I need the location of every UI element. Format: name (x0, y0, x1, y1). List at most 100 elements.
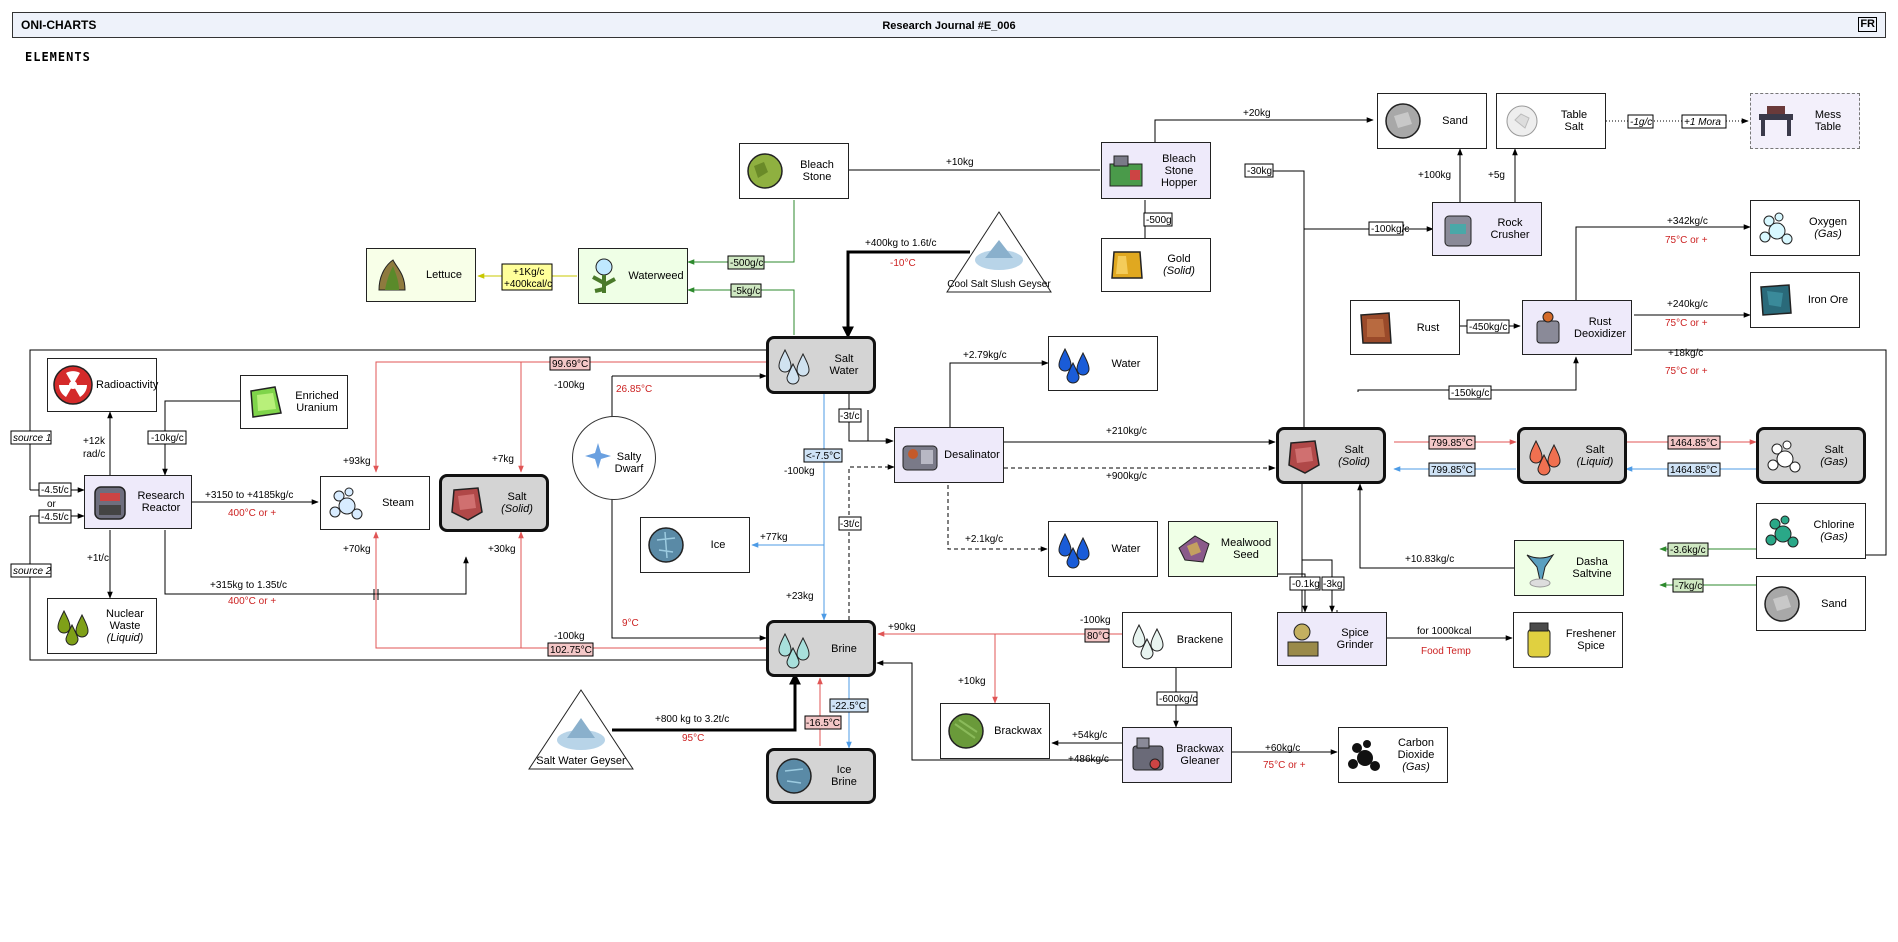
spice-grinder-icon (1287, 623, 1319, 657)
node-brackene[interactable]: Brackene (1122, 612, 1232, 668)
svg-text:-500g/c: -500g/c (730, 258, 763, 269)
edge-label: 400°C or + (228, 508, 276, 519)
node-label: Gold(Solid) (1163, 253, 1195, 277)
node-salt-solid-left[interactable]: Salt(Solid) (439, 474, 549, 532)
mess-table-icon (1759, 106, 1793, 136)
node-desalinator[interactable]: Desalinator (894, 427, 1004, 483)
waterweed-icon (592, 258, 616, 293)
edge-label: -1g/c (1627, 114, 1654, 129)
node-rust[interactable]: Rust (1350, 300, 1460, 355)
edge-label: +3150 to +4185kg/c (205, 490, 293, 501)
chlorine-icon (1765, 515, 1799, 548)
svg-text:source 2: source 2 (13, 566, 52, 577)
node-waterweed[interactable]: Waterweed (578, 248, 688, 304)
node-steam[interactable]: Steam (320, 476, 430, 530)
node-gold[interactable]: Gold(Solid) (1101, 238, 1211, 292)
node-ice[interactable]: Ice (640, 517, 750, 573)
edge-label: +10kg (946, 157, 974, 168)
edge-label: +5g (1488, 170, 1505, 181)
edge-label: +1t/c (87, 553, 109, 564)
sand-icon (1764, 585, 1800, 622)
edge-label: Food Temp (1421, 646, 1471, 657)
edge-label: -100kg/c (1368, 221, 1409, 236)
svg-text:-7kg/c: -7kg/c (1675, 581, 1702, 592)
node-radioactivity[interactable]: Radioactivity (47, 358, 158, 412)
node-label: Ice (710, 539, 726, 551)
node-label: Oxygen(Gas) (1809, 216, 1847, 240)
edge-label: +315kg to 1.35t/c (210, 580, 287, 591)
node-oxygen[interactable]: Oxygen(Gas) (1750, 200, 1860, 256)
node-label: Water (1111, 357, 1141, 370)
node-water-top[interactable]: Water (1048, 336, 1158, 391)
water-icon (1058, 347, 1090, 383)
node-cool-salt-slush-geyser[interactable]: Cool Salt Slush Geyser (945, 210, 1053, 294)
gold-icon (1111, 251, 1143, 279)
node-label: Waterweed (628, 270, 684, 282)
rock-crusher-icon (1444, 215, 1472, 247)
node-salt-solid-center[interactable]: Salt(Solid) (1276, 427, 1386, 484)
node-brackwax[interactable]: Brackwax (940, 703, 1050, 759)
node-lettuce[interactable]: Lettuce (366, 248, 476, 302)
edge-label: -3.6kg/c (1667, 542, 1709, 557)
node-label: Brackwax (994, 725, 1042, 737)
svg-text:-3t/c: -3t/c (840, 411, 859, 422)
salt-liquid-icon (1529, 439, 1561, 475)
node-brine[interactable]: Brine (766, 620, 876, 677)
node-iron-ore[interactable]: Iron Ore (1750, 272, 1860, 328)
svg-text:+1 Mora: +1 Mora (1684, 117, 1721, 128)
node-water-bottom[interactable]: Water (1048, 521, 1158, 577)
deoxidizer-icon (1536, 311, 1560, 343)
svg-text:-3t/c: -3t/c (840, 519, 859, 530)
edge-label: -100kg (554, 631, 585, 642)
edge-label: -100kg (554, 380, 585, 391)
edge-label: +18kg/c (1668, 348, 1703, 359)
node-chlorine[interactable]: Chlorine(Gas) (1756, 503, 1866, 559)
svg-text:-3kg: -3kg (1323, 579, 1342, 590)
edge-label: -100kg (1080, 615, 1111, 626)
svg-text:80°C: 80°C (1087, 631, 1109, 642)
edge-label: +10.83kg/c (1405, 554, 1454, 565)
edge-label: +240kg/c (1667, 299, 1708, 310)
edge-label: 26.85°C (616, 384, 652, 395)
edge-label: -500g/c (727, 255, 765, 270)
language-toggle[interactable]: FR (1858, 17, 1877, 32)
edge-label: -7kg/c (1672, 578, 1704, 593)
brand-title[interactable]: ONI-CHARTS (21, 18, 97, 32)
edge-label: -16.5°C (804, 715, 842, 730)
section-title: ELEMENTS (25, 50, 91, 64)
salt-solid-icon (451, 487, 483, 521)
svg-text:+1Kg/c: +1Kg/c (513, 267, 544, 278)
svg-text:-5kg/c: -5kg/c (733, 286, 760, 297)
oxygen-icon (1759, 212, 1793, 245)
node-salt-water-geyser[interactable]: Salt Water Geyser (527, 688, 635, 771)
node-sand-top[interactable]: Sand (1377, 93, 1487, 149)
sand-icon (1385, 103, 1421, 139)
edge-label: or (47, 499, 57, 510)
node-salt-liquid[interactable]: Salt(Liquid) (1517, 427, 1627, 484)
seed-icon (1178, 535, 1210, 563)
node-salt-gas[interactable]: Salt(Gas) (1756, 427, 1866, 484)
edge-label: -600kg/c (1156, 691, 1198, 706)
node-sand-right[interactable]: Sand (1756, 576, 1866, 631)
edge-label: +77kg (760, 532, 788, 543)
